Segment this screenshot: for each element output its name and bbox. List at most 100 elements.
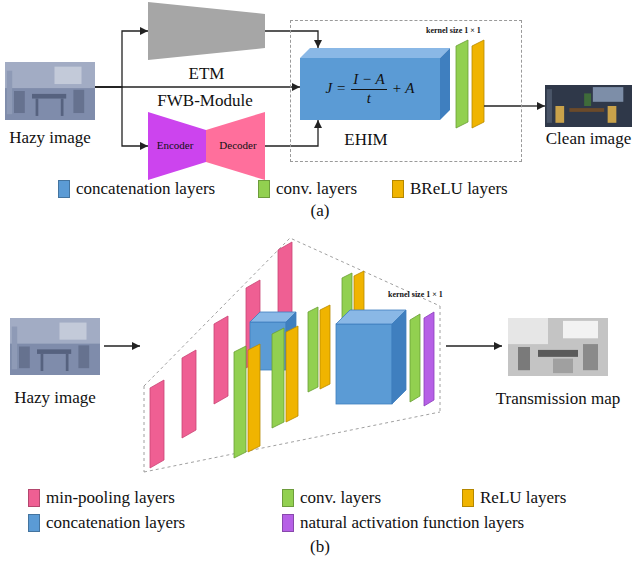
photo-region: [19, 347, 30, 369]
photo-region: [12, 327, 17, 370]
cuboid-face: [300, 58, 440, 120]
formula-text: t: [365, 90, 373, 107]
photo-region: [14, 91, 25, 113]
legend-swatch: [282, 514, 294, 532]
conv-layer: [456, 40, 468, 128]
legend-text: conv. layers: [276, 179, 357, 199]
photo-region: [66, 354, 69, 371]
panel-label: (a): [311, 201, 330, 221]
node-shape: [148, 2, 265, 60]
flow-arrow: [522, 105, 545, 106]
perspective-outline: [144, 238, 440, 472]
relu-layer: [320, 305, 330, 389]
node-label: Clean image: [546, 129, 631, 149]
image-node: Hazy image: [5, 62, 95, 120]
fraction: I − At: [351, 71, 387, 107]
photo-region: [32, 94, 66, 99]
node-shape: [545, 85, 632, 127]
node-label: Encoder: [157, 139, 194, 152]
encoder-decoder-block: Encoder Decoder: [148, 112, 265, 180]
photo-region: [553, 359, 573, 374]
photo-region: [37, 349, 71, 354]
photo-region: [508, 318, 608, 376]
concatenation-layer: [392, 310, 406, 404]
panel-label: (b): [310, 537, 330, 557]
legend-swatch: [28, 514, 40, 532]
conv-layer: [308, 307, 318, 392]
legend-text: conv. layers: [300, 488, 381, 508]
formula-text: J =: [326, 80, 347, 97]
node-label: EHIM: [344, 130, 387, 150]
module-block: ETM: [148, 2, 265, 60]
photo-region: [608, 106, 617, 123]
node-label: ETM: [189, 64, 225, 84]
photo-region: [61, 99, 64, 116]
min-pooling-layer: [182, 350, 196, 438]
min-pooling-layer: [150, 380, 164, 468]
flow-arrow: [95, 31, 148, 87]
legend-text: BReLU layers: [410, 179, 508, 199]
photo-region: [508, 318, 548, 344]
photo-region: [583, 344, 598, 370]
concatenation-layer: [336, 324, 392, 404]
photo-region: [78, 345, 89, 368]
image-node: Clean image: [545, 85, 632, 127]
formula-row: I − AtJ =+ A: [300, 58, 440, 120]
node-label: Hazy image: [14, 388, 96, 408]
node-shape: [10, 318, 100, 375]
legend-text: min-pooling layers: [46, 488, 175, 508]
node-label: Decoder: [219, 139, 256, 152]
relu-layer: [248, 344, 260, 452]
cuboid-face: [440, 48, 450, 120]
legend-swatch: [58, 180, 70, 198]
photo-region: [555, 106, 564, 123]
photo-region: [60, 323, 87, 340]
node-label: Transmission map: [496, 389, 621, 409]
photo-region: [10, 318, 100, 344]
flow-arrow: [265, 120, 318, 146]
image-node: Hazy image: [10, 318, 100, 375]
photo-region: [5, 62, 95, 88]
photo-region: [10, 318, 100, 375]
formula-block: I − AtJ =+ A: [300, 48, 450, 120]
node-shape: [508, 318, 608, 376]
photo-region: [518, 347, 530, 370]
flow-arrow: [95, 87, 148, 146]
cuboid-face: [300, 48, 450, 58]
flow-arrow: [95, 86, 300, 87]
photo-region: [545, 85, 632, 127]
photo-region: [593, 87, 623, 102]
kernel-note: kernel size 1 × 1: [388, 290, 443, 300]
photo-region: [73, 90, 84, 113]
legend-swatch: [28, 489, 40, 507]
flow-arrow: [104, 345, 140, 347]
legend-swatch: [282, 489, 294, 507]
node-shape: [5, 62, 95, 120]
dashed-group: I − AtJ =+ AEHIM: [290, 20, 522, 162]
legend-swatch: [258, 180, 270, 198]
min-pooling-layer: [214, 316, 228, 404]
flow-arrow: [446, 345, 502, 347]
encoder-shape: [148, 112, 206, 180]
legend-swatch: [462, 489, 474, 507]
brelu-layer: [472, 40, 484, 128]
relu-layer: [286, 326, 298, 422]
photo-region: [547, 89, 552, 123]
photo-region: [563, 321, 598, 338]
legend-swatch: [392, 180, 404, 198]
activation-layer: [424, 312, 434, 406]
conv-layer: [272, 328, 284, 428]
module-name: FWB-Module: [157, 91, 252, 111]
legend-text: ReLU layers: [480, 488, 566, 508]
photo-region: [584, 93, 591, 106]
decoder-shape: [206, 112, 265, 180]
legend-text: concatenation layers: [46, 513, 185, 533]
legend-text: concatenation layers: [76, 179, 215, 199]
formula-text: I − A: [351, 71, 387, 89]
image-node: Transmission map: [508, 318, 608, 376]
photo-region: [36, 99, 39, 116]
photo-region: [55, 67, 82, 84]
formula-text: + A: [392, 80, 415, 97]
kernel-note: kernel size 1 × 1: [426, 26, 481, 36]
module-shape: [148, 2, 265, 60]
